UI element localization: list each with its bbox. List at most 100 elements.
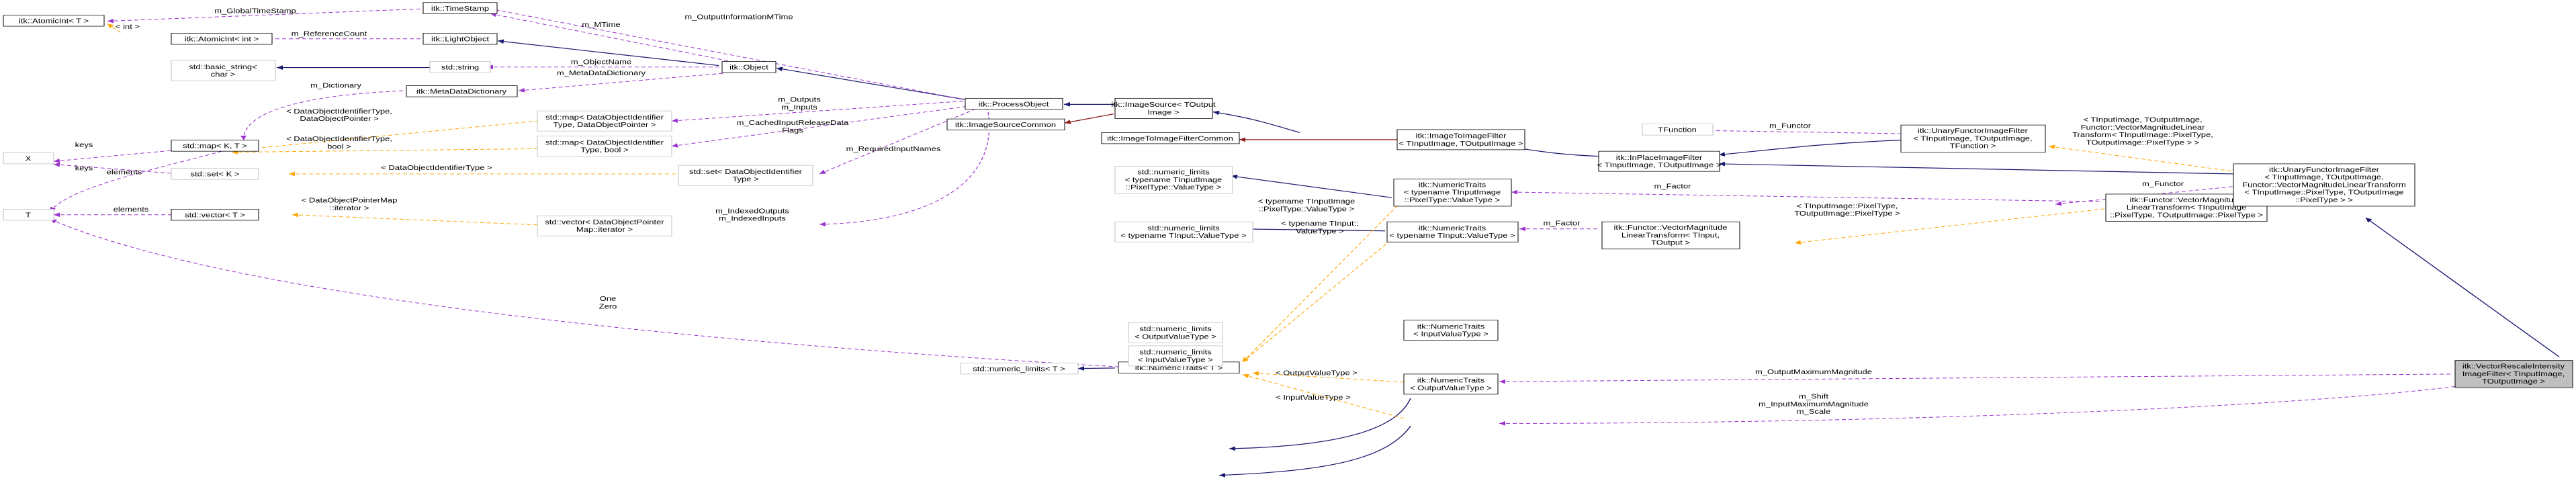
node-numerictraits-output[interactable]: itk::NumericTraits< OutputValueType > xyxy=(1403,373,1499,395)
edge-metadata-dictionary xyxy=(518,73,726,93)
node-vector-t[interactable]: std::vector< T > xyxy=(171,209,259,221)
node-numeric-limits-tinput[interactable]: std::numeric_limits< typename TInput::Va… xyxy=(1114,221,1253,242)
node-inplaceimagefilter[interactable]: itk::InPlaceImageFilter< TInputImage, TO… xyxy=(1597,150,1722,172)
edge-imagesource-inherits-imagesourcecommon xyxy=(1064,114,1114,124)
edge-label-functor1: m_Functor xyxy=(1769,123,1811,130)
edge-label-elements1: elements xyxy=(107,169,142,176)
edge-numtraits-inputpixel-template xyxy=(1242,199,1405,363)
node-numeric-limits-t[interactable]: std::numeric_limits< T > xyxy=(960,362,1079,375)
node-numeric-limits-inputpixel[interactable]: std::numeric_limits< typename TInputImag… xyxy=(1114,166,1233,194)
node-imagetoimagefiltercommon[interactable]: itk::ImageToImageFilterCommon xyxy=(1101,132,1240,144)
edge-label-metadata-dictionary: m_MetaDataDictionary xyxy=(557,70,646,77)
edge-cached-input xyxy=(671,105,971,148)
node-tfunction[interactable]: TFunction xyxy=(1642,124,1714,136)
nodes: itk::AtomicInt< T > itk::TimeStamp itk::… xyxy=(3,2,2573,395)
edge-processobject-inherits-object xyxy=(776,66,965,100)
edge-map-bool-template xyxy=(231,148,538,154)
node-label: itk::MetaDataDictionary xyxy=(416,89,507,95)
node-processobject[interactable]: itk::ProcessObject xyxy=(965,97,1063,110)
edge-numerictraits-input-limits xyxy=(1218,425,1411,478)
edge-label-keys1: keys xyxy=(75,142,93,149)
node-timestamp[interactable]: itk::TimeStamp xyxy=(423,2,498,14)
edge-int-template xyxy=(107,23,122,34)
node-label: itk::AtomicInt< T > xyxy=(19,18,89,25)
node-label: itk::InPlaceImageFilter< TInputImage, TO… xyxy=(1597,154,1722,169)
edge-label-mtime: m_MTime xyxy=(582,21,620,28)
node-unaryfunctor-generic[interactable]: itk::UnaryFunctorImageFilter< TInputImag… xyxy=(1900,124,2046,153)
node-label: itk::LightObject xyxy=(431,36,490,43)
node-metadatadictionary[interactable]: itk::MetaDataDictionary xyxy=(406,85,518,97)
edge-label-keys2: keys xyxy=(75,165,93,172)
node-numerictraits-input[interactable]: itk::NumericTraits< InputValueType > xyxy=(1403,320,1499,341)
node-label: itk::NumericTraits< typename TInput::Val… xyxy=(1389,225,1515,239)
node-label: std::basic_string<char > xyxy=(189,64,257,78)
node-label: std::string xyxy=(441,64,479,71)
edge-label-required-input-names: m_RequiredInputNames xyxy=(846,146,941,153)
edge-numericlimits-tinput xyxy=(1234,226,1386,232)
node-atomicint-t[interactable]: itk::AtomicInt< T > xyxy=(3,15,105,27)
node-label: std::numeric_limits< typename TInput::Va… xyxy=(1120,225,1247,239)
edge-imagetoimagefilter-inherits-imagesource xyxy=(1212,110,1300,133)
node-label: itk::UnaryFunctorImageFilter< TInputImag… xyxy=(2242,167,2406,204)
node-label: itk::NumericTraits< OutputValueType > xyxy=(1410,377,1492,392)
node-unaryfunctor-specialized[interactable]: itk::UnaryFunctorImageFilter< TInputImag… xyxy=(2233,163,2415,207)
node-label: itk::NumericTraits< InputValueType > xyxy=(1413,324,1489,338)
node-label: TFunction xyxy=(1658,127,1697,134)
edge-global-timestamp xyxy=(107,8,431,24)
node-imagesourcecommon[interactable]: itk::ImageSourceCommon xyxy=(946,118,1065,131)
edge-label-set-template: < DataObjectIdentifierType > xyxy=(381,165,492,171)
edge-unary-template xyxy=(2048,144,2234,172)
node-label: std::numeric_limits< InputValueType > xyxy=(1138,349,1213,363)
edge-label-output-value-type: < OutputValueType > xyxy=(1276,370,1358,377)
edge-numericlimits-inputpixel xyxy=(1231,174,1392,198)
node-numeric-limits-output[interactable]: std::numeric_limits< OutputValueType > xyxy=(1128,322,1223,343)
edge-dictionary xyxy=(240,90,404,140)
node-x[interactable]: X xyxy=(3,152,54,165)
node-atomicint-int[interactable]: itk::AtomicInt< int > xyxy=(171,33,273,45)
node-set-k[interactable]: std::set< K > xyxy=(171,168,259,180)
edge-label-factor1: m_Factor xyxy=(1654,183,1691,190)
edge-label-int-template: < int > xyxy=(116,24,140,30)
node-imagetoimagefilter[interactable]: itk::ImageToImageFilter< TInputImage, TO… xyxy=(1396,129,1525,150)
node-label: std::set< K > xyxy=(191,171,240,178)
edge-output-max xyxy=(1499,373,2454,384)
edge-one-zero xyxy=(50,219,1122,367)
edge-label-object-name: m_ObjectName xyxy=(571,59,631,66)
edge-label-map-bool-template: < DataObjectIdentifierType,bool > xyxy=(286,136,392,150)
node-lightobject[interactable]: itk::LightObject xyxy=(423,33,498,45)
edge-label-vml-template: < TInputImage::PixelType,TOutputImage::P… xyxy=(1794,203,1900,217)
edge-vml-template xyxy=(1794,208,2106,245)
node-numerictraits-inputpixel[interactable]: itk::NumericTraits< typename TInputImage… xyxy=(1393,179,1512,207)
node-object[interactable]: itk::Object xyxy=(721,61,776,73)
edge-unarygeneric-inherits-inplace xyxy=(1718,140,1902,157)
node-std-string[interactable]: std::string xyxy=(429,61,491,73)
edge-numtraits-tinput-template xyxy=(1242,239,1392,363)
edge-keys2 xyxy=(53,162,181,175)
node-numeric-limits-input[interactable]: std::numeric_limits< InputValueType > xyxy=(1128,345,1223,367)
node-map-kt[interactable]: std::map< K, T > xyxy=(171,140,259,152)
node-label: X xyxy=(26,156,32,163)
node-numerictraits-tinput[interactable]: itk::NumericTraits< typename TInput::Val… xyxy=(1386,221,1519,242)
node-label: itk::ImageToImageFilter< TInputImage, TO… xyxy=(1399,133,1523,147)
node-t[interactable]: T xyxy=(3,209,54,221)
edge-label-input-value-type: < InputValueType > xyxy=(1276,395,1351,402)
edge-unaryspec-inherits-inplace xyxy=(1718,161,2234,175)
edge-numerictraits-t-inherits-limits xyxy=(1077,366,1116,371)
node-basic-string[interactable]: std::basic_string<char > xyxy=(171,60,276,81)
edge-label-map-ptr-template: < DataObjectIdentifierType,DataObjectPoi… xyxy=(286,108,392,122)
edge-map-ptr-template xyxy=(234,120,538,152)
node-label: std::numeric_limits< typename TInputImag… xyxy=(1125,169,1223,191)
